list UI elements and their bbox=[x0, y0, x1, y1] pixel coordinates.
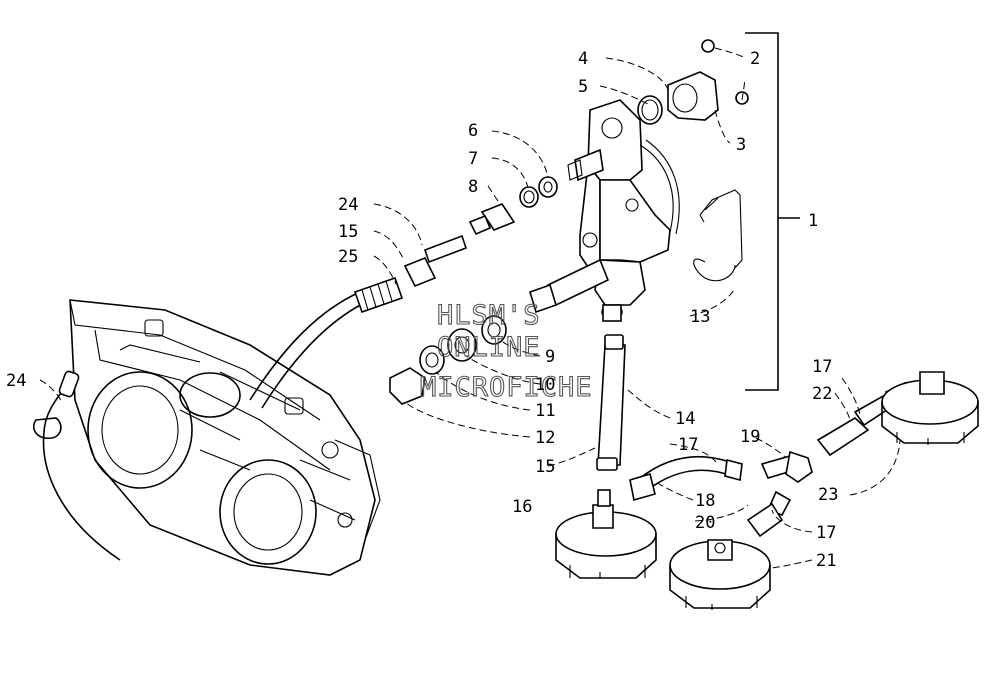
callout-10: 10 bbox=[535, 375, 555, 395]
spring-clips bbox=[693, 189, 743, 282]
washer-stack-upper bbox=[468, 176, 558, 236]
regulator-cap bbox=[637, 39, 749, 125]
callout-12: 12 bbox=[535, 428, 555, 448]
canister-base-21 bbox=[669, 539, 771, 610]
washer-stack-lower bbox=[389, 258, 610, 405]
watermark-line-2: ONLINE bbox=[437, 332, 541, 363]
callout-24-upper: 24 bbox=[338, 195, 358, 215]
watermark-line-1: HLSM'S bbox=[437, 300, 541, 331]
callout-15-lower: 15 bbox=[535, 457, 555, 477]
callout-6: 6 bbox=[468, 121, 478, 141]
callout-8: 8 bbox=[468, 177, 478, 197]
callout-17-bottom: 17 bbox=[816, 523, 836, 543]
callout-1: 1 bbox=[808, 211, 818, 231]
callout-13: 13 bbox=[690, 307, 710, 327]
lower-hose-network bbox=[596, 334, 912, 538]
callout-15-upper: 15 bbox=[338, 222, 358, 242]
callout-18: 18 bbox=[695, 491, 715, 511]
callout-5: 5 bbox=[578, 77, 588, 97]
leader-lines bbox=[39, 47, 901, 569]
pulse-hose bbox=[249, 291, 361, 401]
callout-22: 22 bbox=[812, 384, 832, 404]
callout-25: 25 bbox=[338, 247, 358, 267]
callout-19: 19 bbox=[740, 427, 760, 447]
callout-16: 16 bbox=[512, 497, 532, 517]
callout-21: 21 bbox=[816, 551, 836, 571]
watermark-line-3: MICROFICHE bbox=[420, 372, 593, 403]
callout-17-right: 17 bbox=[812, 357, 832, 377]
callout-9: 9 bbox=[545, 347, 555, 367]
assembly-bracket bbox=[745, 32, 779, 391]
callout-17-left: 17 bbox=[678, 435, 698, 455]
callout-11: 11 bbox=[535, 401, 555, 421]
callout-3: 3 bbox=[736, 135, 746, 155]
callout-20: 20 bbox=[695, 513, 715, 533]
callout-7: 7 bbox=[468, 149, 478, 169]
callout-4: 4 bbox=[578, 49, 588, 69]
callout-24-left: 24 bbox=[6, 371, 26, 391]
carburetor-assembly bbox=[69, 299, 381, 576]
callout-23: 23 bbox=[818, 485, 838, 505]
hose-fitting-cluster bbox=[353, 234, 468, 314]
callout-2: 2 bbox=[750, 49, 760, 69]
canister-base-23 bbox=[881, 371, 979, 445]
canister-base-16 bbox=[555, 489, 657, 579]
callout-14: 14 bbox=[675, 409, 695, 429]
valve-block-assembly bbox=[567, 99, 680, 322]
callout-labels: 1 2 3 4 5 6 7 8 9 10 11 12 13 14 15 15 1… bbox=[6, 49, 838, 571]
